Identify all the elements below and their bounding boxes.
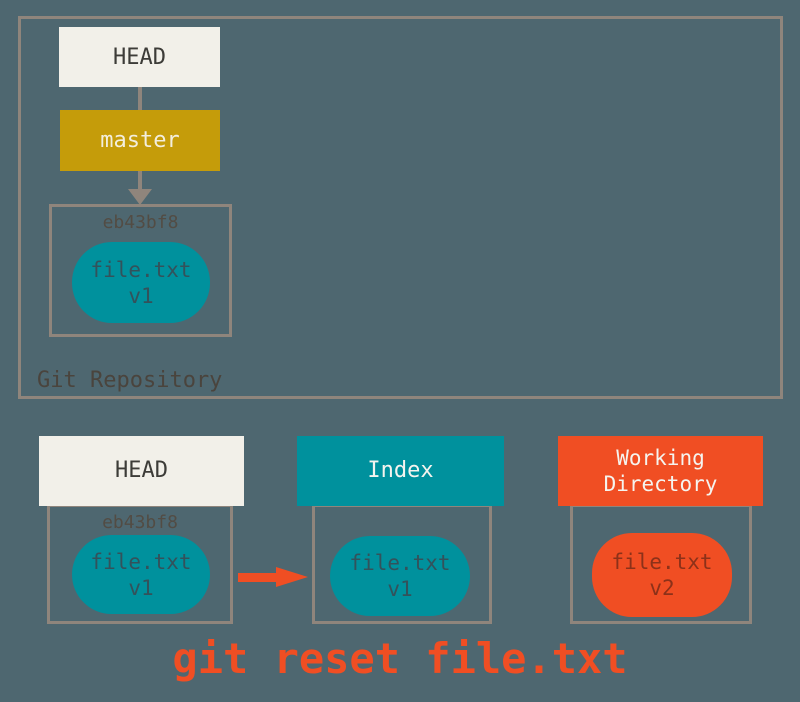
file-name-label: file.txt — [611, 550, 713, 574]
file-name-label: file.txt — [90, 549, 192, 574]
index-column-box — [312, 504, 492, 624]
working-directory-file-blob: file.txt v2 — [592, 533, 732, 617]
file-version-label: v1 — [128, 283, 154, 308]
index-file-blob: file.txt v1 — [330, 536, 470, 616]
git-repository-box: Git Repository — [18, 16, 783, 399]
git-repository-label: Git Repository — [37, 368, 223, 393]
master-branch-box: master — [60, 110, 220, 171]
commit-box: eb43bf8 — [49, 204, 232, 337]
file-name-label: file.txt — [90, 257, 192, 282]
arrow-right-icon — [276, 567, 308, 587]
head-to-master-connector — [138, 87, 142, 110]
working-directory-column-box — [570, 504, 752, 624]
command-caption: git reset file.txt — [172, 634, 628, 683]
working-directory-column-header: Working Directory — [558, 436, 763, 506]
file-name-label: file.txt — [349, 551, 451, 575]
reset-arrow-shaft — [238, 573, 278, 582]
index-column-header: Index — [297, 436, 504, 506]
master-branch-label: master — [100, 128, 180, 153]
head-ref-label: HEAD — [113, 44, 166, 70]
working-directory-column-title: Working Directory — [603, 446, 718, 496]
head-ref-box: HEAD — [59, 27, 220, 87]
index-column-title: Index — [367, 458, 434, 483]
head-file-blob: file.txt v1 — [72, 535, 210, 614]
file-version-label: v2 — [649, 576, 675, 600]
master-to-commit-connector — [138, 171, 142, 191]
commit-hash-label: eb43bf8 — [102, 212, 179, 233]
head-column-box: eb43bf8 — [47, 504, 233, 624]
arrow-down-icon — [128, 189, 152, 205]
file-version-label: v1 — [387, 577, 413, 601]
head-column-title: HEAD — [115, 458, 168, 483]
head-commit-hash-label: eb43bf8 — [102, 512, 178, 533]
file-version-label: v1 — [128, 575, 154, 600]
head-column-header: HEAD — [39, 436, 244, 506]
commit-file-blob: file.txt v1 — [72, 242, 210, 323]
